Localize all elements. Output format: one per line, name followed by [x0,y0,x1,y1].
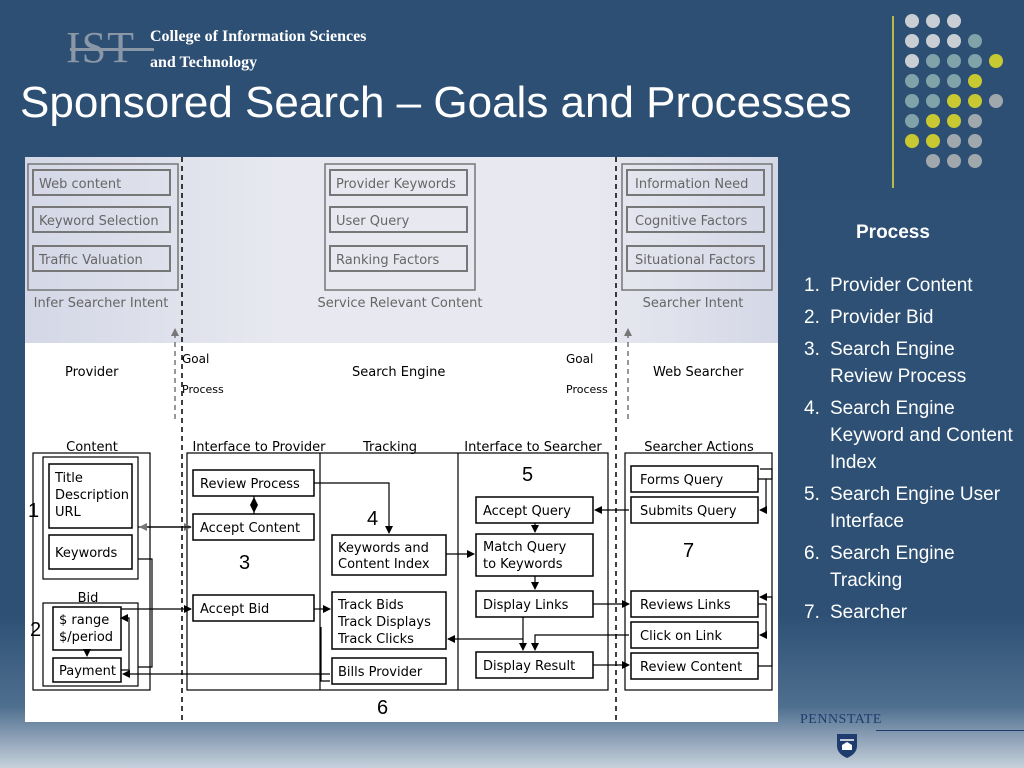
box-forms-query: Forms Query [640,473,723,488]
box-submits-query: Submits Query [640,504,737,519]
process-item-text: Searcher [830,602,908,623]
label-process-right: Process [566,383,608,396]
process-item-text: Provider Bid [830,307,934,328]
box-traffic-valuation: Traffic Valuation [38,253,143,268]
pennstate-logo-text: PENNSTATE [800,712,882,727]
process-item-number: 1. [804,275,820,296]
process-item: 1. Provider Content [804,272,1014,299]
label-goal-left: Goal [182,352,209,366]
box-display-result: Display Result [483,659,575,674]
box-track-clicks: Track Clicks [337,632,414,647]
box-cognitive-factors: Cognitive Factors [635,214,747,229]
process-heading: Process [856,222,930,243]
pennstate-rule [876,730,1024,731]
box-reviews-links: Reviews Links [640,598,731,613]
process-item-text: Search Engine User Interface [830,484,1001,532]
box-review-process: Review Process [200,477,300,492]
college-line-2: and Technology [150,54,258,71]
box-content-index: Content Index [338,557,430,572]
box-ranking-factors: Ranking Factors [336,253,440,268]
process-item-text: Search Engine Tracking [830,543,955,591]
process-item-text: Search Engine Keyword and Content Index [830,398,1013,473]
process-item: 7. Searcher [804,599,1014,626]
process-item: 2. Provider Bid [804,304,1014,331]
process-item-number: 6. [804,543,820,564]
box-track-bids: Track Bids [337,598,404,613]
process-item: 5. Search Engine User Interface [804,481,1014,535]
label-search-engine: Search Engine [352,365,445,380]
box-to-keywords: to Keywords [483,557,563,572]
step-number-3: 3 [239,552,250,574]
slide-title: Sponsored Search – Goals and Processes [20,78,852,127]
header-bid: Bid [78,591,99,606]
step-number-2: 2 [30,619,41,641]
header-interface-searcher: Interface to Searcher [464,440,602,455]
box-keywords: Keywords [55,546,118,561]
goal-band [25,157,778,343]
process-item: 6. Search Engine Tracking [804,540,1014,594]
process-item-number: 7. [804,602,820,623]
step-number-6: 6 [377,697,388,719]
dot-grid [905,14,1015,168]
box-track-displays: Track Displays [337,615,431,630]
caption-infer-searcher-intent: Infer Searcher Intent [34,296,169,311]
box-description: Description [55,488,129,503]
step-number-5: 5 [522,464,533,486]
box-accept-content: Accept Content [200,521,300,536]
header-searcher-actions: Searcher Actions [644,440,754,455]
box-title: Title [54,471,83,486]
header-content: Content [66,440,118,455]
sponsored-search-diagram: Web content Keyword Selection Traffic Va… [25,157,778,722]
process-list: 1. Provider Content 2. Provider Bid 3. Sear… [804,272,1014,631]
box-bills-provider: Bills Provider [338,665,423,680]
pennstate-shield-icon [836,733,858,764]
diamond-connector [250,497,258,513]
box-dollar-range: $ range [59,613,109,628]
ist-logo: IST [66,23,135,72]
logo-swoosh [70,48,154,51]
header-tracking: Tracking [362,440,417,455]
process-item-text: Search Engine Review Process [830,339,967,387]
box-keyword-selection: Keyword Selection [39,214,159,229]
box-url: URL [55,505,82,520]
step-number-7: 7 [683,540,694,562]
box-provider-keywords: Provider Keywords [336,177,456,192]
label-goal-right: Goal [566,352,593,366]
box-situational-factors: Situational Factors [635,253,756,268]
box-review-content: Review Content [640,660,742,675]
process-item: 3. Search Engine Review Process [804,336,1014,390]
process-item-number: 5. [804,484,820,505]
label-web-searcher: Web Searcher [653,365,744,380]
box-user-query: User Query [336,214,410,229]
box-dollar-period: $/period [59,630,113,645]
college-name: College of Information Sciences and Tech… [150,24,366,76]
college-line-1: College of Information Sciences [150,28,367,45]
box-payment: Payment [59,664,116,679]
header-interface-provider: Interface to Provider [192,440,326,455]
label-provider: Provider [65,365,119,380]
box-information-need: Information Need [635,177,748,192]
label-process-left: Process [182,383,224,396]
box-display-links: Display Links [483,598,569,613]
process-item-number: 3. [804,339,820,360]
process-item-number: 2. [804,307,820,328]
box-accept-bid: Accept Bid [200,602,269,617]
process-item-number: 4. [804,398,820,419]
box-keywords-and: Keywords and [338,541,429,556]
box-click-on-link: Click on Link [640,629,723,644]
box-web-content: Web content [39,177,121,192]
process-item: 4. Search Engine Keyword and Content Inde… [804,395,1014,476]
caption-service-relevant-content: Service Relevant Content [317,296,482,311]
box-accept-query: Accept Query [483,504,571,519]
divider-line [892,16,894,188]
step-number-1: 1 [28,500,39,522]
box-match-query: Match Query [483,540,567,555]
process-item-text: Provider Content [830,275,973,296]
caption-searcher-intent: Searcher Intent [643,296,744,311]
step-number-4: 4 [367,508,378,530]
